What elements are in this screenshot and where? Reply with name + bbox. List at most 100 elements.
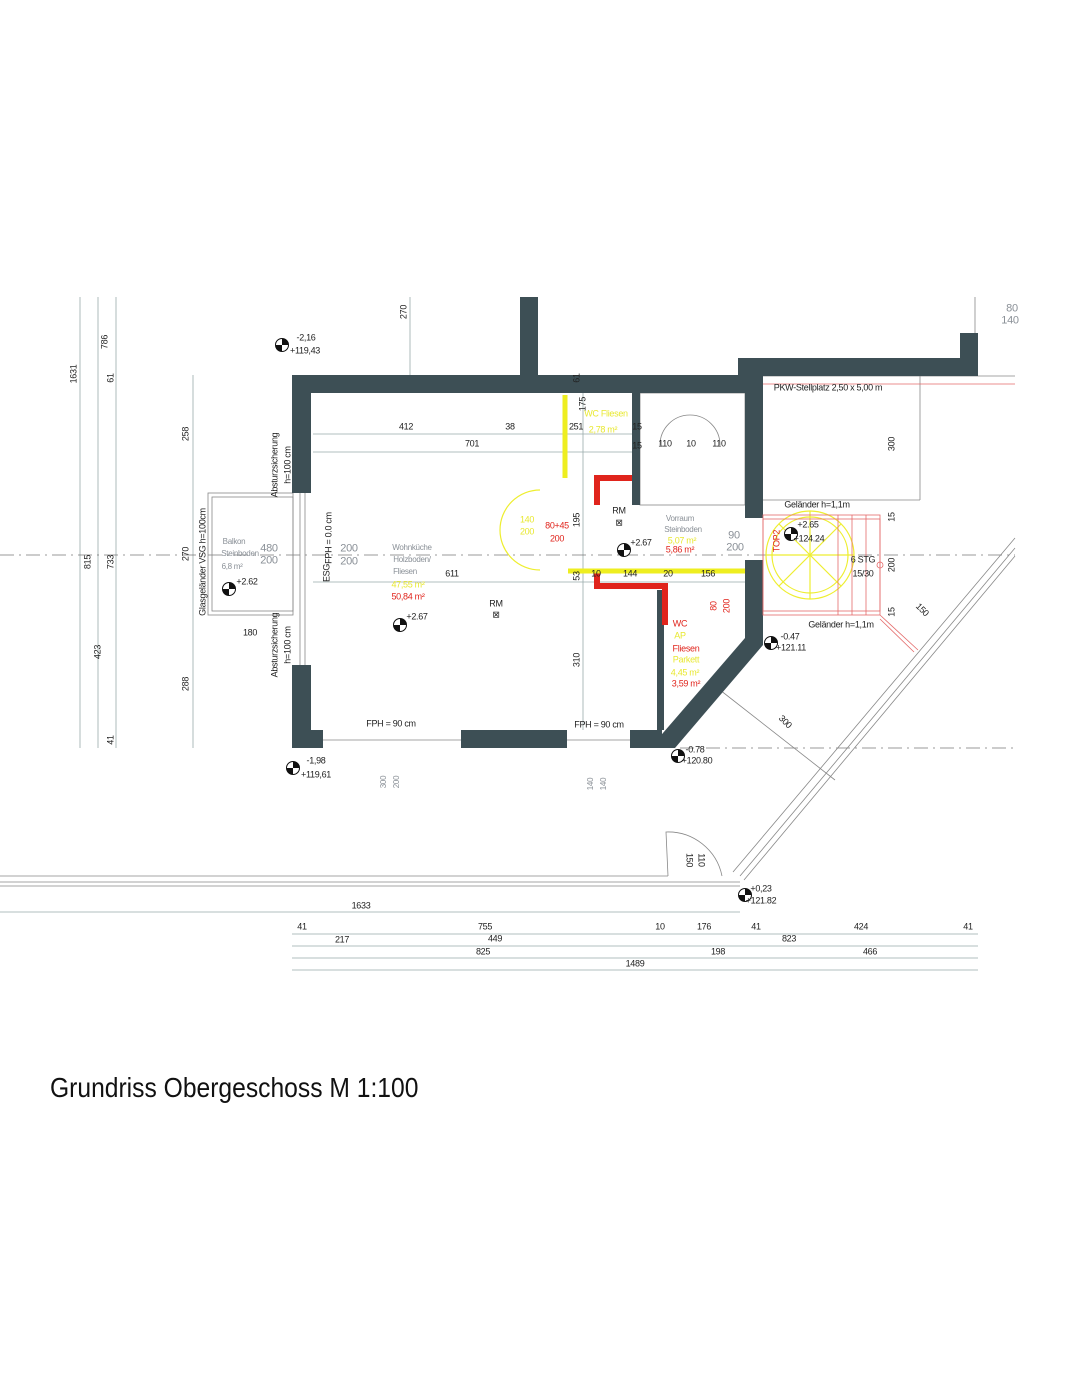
level-marker-icon bbox=[764, 636, 778, 650]
dim-label: 80+45 bbox=[545, 520, 569, 531]
dim-label: 200 bbox=[392, 775, 401, 789]
room-area: 2,78 m² bbox=[588, 424, 618, 435]
dim-label: 156 bbox=[700, 568, 716, 579]
level-text: +121.11 bbox=[775, 642, 807, 653]
level-marker-icon bbox=[784, 527, 798, 541]
dim-label: 110 bbox=[712, 438, 726, 449]
level-marker-icon bbox=[393, 618, 407, 632]
note: FPH = 90 cm bbox=[366, 718, 416, 729]
dim-label: 140 bbox=[599, 777, 608, 791]
dim-label: 15 bbox=[632, 440, 642, 451]
dim-label: 80 bbox=[1006, 302, 1018, 315]
dim-label: 1489 bbox=[625, 958, 645, 969]
dim-label: 41 bbox=[297, 921, 307, 932]
dim-label: 258 bbox=[180, 426, 191, 442]
door-height: 200 bbox=[260, 554, 278, 567]
level-marker-icon bbox=[222, 582, 236, 596]
dim-label: 412 bbox=[398, 421, 414, 432]
level-text: -1,98 bbox=[306, 755, 326, 766]
dim-label: 41 bbox=[963, 921, 973, 932]
room-name: Vorraum bbox=[665, 514, 695, 523]
level-text: -0.47 bbox=[780, 631, 800, 642]
dim-label: 80 bbox=[708, 601, 719, 611]
dim-label: 200 bbox=[519, 526, 535, 537]
note: Absturzsicherung bbox=[269, 432, 280, 498]
dim-label: 61 bbox=[105, 373, 116, 383]
note: h=100 cm bbox=[282, 626, 293, 664]
dim-label: 823 bbox=[781, 933, 797, 944]
level-marker-icon bbox=[275, 338, 289, 352]
dim-label: 144 bbox=[622, 568, 638, 579]
axis-lines bbox=[0, 554, 1015, 749]
dim-label: 270 bbox=[180, 546, 191, 562]
room-area-gross: 3,59 m² bbox=[671, 678, 701, 689]
level-marker-icon bbox=[617, 543, 631, 557]
dim-label: 217 bbox=[334, 934, 350, 945]
room-name: Wohnküche bbox=[392, 543, 432, 552]
dim-label: 10 bbox=[591, 568, 601, 579]
note: 6 STG bbox=[850, 554, 876, 565]
exterior-stair bbox=[762, 383, 1015, 653]
dim-label: 90 bbox=[728, 529, 740, 542]
dim-label: 180 bbox=[242, 627, 258, 638]
dim-label: 15 bbox=[886, 607, 897, 617]
level-marker-icon bbox=[671, 749, 685, 763]
dim-label: 61 bbox=[571, 373, 582, 383]
dim-label: 270 bbox=[398, 304, 409, 320]
room-name: WC Fliesen bbox=[584, 408, 628, 419]
door-width: 480 bbox=[260, 542, 278, 555]
dim-label: 53 bbox=[571, 571, 582, 581]
dim-label: 200 bbox=[721, 598, 732, 614]
room-name: Balkon bbox=[222, 537, 246, 546]
dim-label: 288 bbox=[180, 676, 191, 692]
level-text: +0,23 bbox=[750, 883, 772, 894]
room-area-net: 47,55 m² bbox=[391, 579, 425, 590]
room-floor: Steinboden bbox=[664, 525, 702, 534]
dim-label: 200 bbox=[726, 541, 744, 554]
level-text: +2.67 bbox=[630, 537, 652, 548]
room-name: WC bbox=[672, 618, 688, 629]
dim-label: 300 bbox=[886, 436, 897, 452]
spiral-stair bbox=[499, 489, 855, 600]
smoke-detector-icon: ⊠ bbox=[615, 517, 623, 528]
level-text: +119,61 bbox=[300, 769, 332, 780]
dim-label: 10 bbox=[686, 438, 696, 449]
dim-label: 195 bbox=[571, 512, 582, 528]
dim-label: 38 bbox=[505, 421, 515, 432]
dim-label: 110 bbox=[696, 853, 707, 867]
note: 15/30 bbox=[852, 568, 874, 579]
door-height: 200 bbox=[340, 555, 358, 568]
dim-label: 140 bbox=[519, 514, 535, 525]
dim-label: 10 bbox=[655, 921, 665, 932]
dim-label: 140 bbox=[586, 777, 595, 791]
smoke-detector-icon: ⊠ bbox=[492, 609, 500, 620]
note: ESG bbox=[321, 563, 332, 583]
dim-label: 251 bbox=[568, 421, 584, 432]
level-text: +121.82 bbox=[745, 895, 777, 906]
level-text: +2.65 bbox=[797, 519, 819, 530]
dim-label: 150 bbox=[684, 852, 695, 868]
dim-label: 176 bbox=[696, 921, 712, 932]
dim-label: 423 bbox=[92, 644, 103, 660]
dim-label: 41 bbox=[751, 921, 761, 932]
dim-label: 755 bbox=[477, 921, 493, 932]
dim-label: 300 bbox=[379, 775, 388, 789]
note: FPH = 90 cm bbox=[574, 719, 624, 730]
level-marker-icon bbox=[286, 761, 300, 775]
rm-label: RM bbox=[612, 505, 626, 516]
note: Geländer h=1,1m bbox=[808, 619, 874, 630]
railing-note: Glasgeländer VSG h=100cm bbox=[197, 508, 208, 616]
dim-label: 200 bbox=[886, 557, 897, 573]
dim-label: 466 bbox=[862, 946, 878, 957]
level-text: +119,43 bbox=[289, 345, 321, 356]
room-ap: AP bbox=[674, 630, 686, 641]
new-walls bbox=[594, 475, 668, 625]
dim-label: 1631 bbox=[68, 364, 79, 384]
dim-label: 1633 bbox=[351, 900, 371, 911]
room-area-net: 4,45 m² bbox=[670, 667, 700, 678]
walls bbox=[292, 297, 978, 748]
dim-label: 175 bbox=[577, 396, 588, 412]
room-floor: Fliesen bbox=[393, 567, 417, 576]
dim-label: 15 bbox=[886, 512, 897, 522]
